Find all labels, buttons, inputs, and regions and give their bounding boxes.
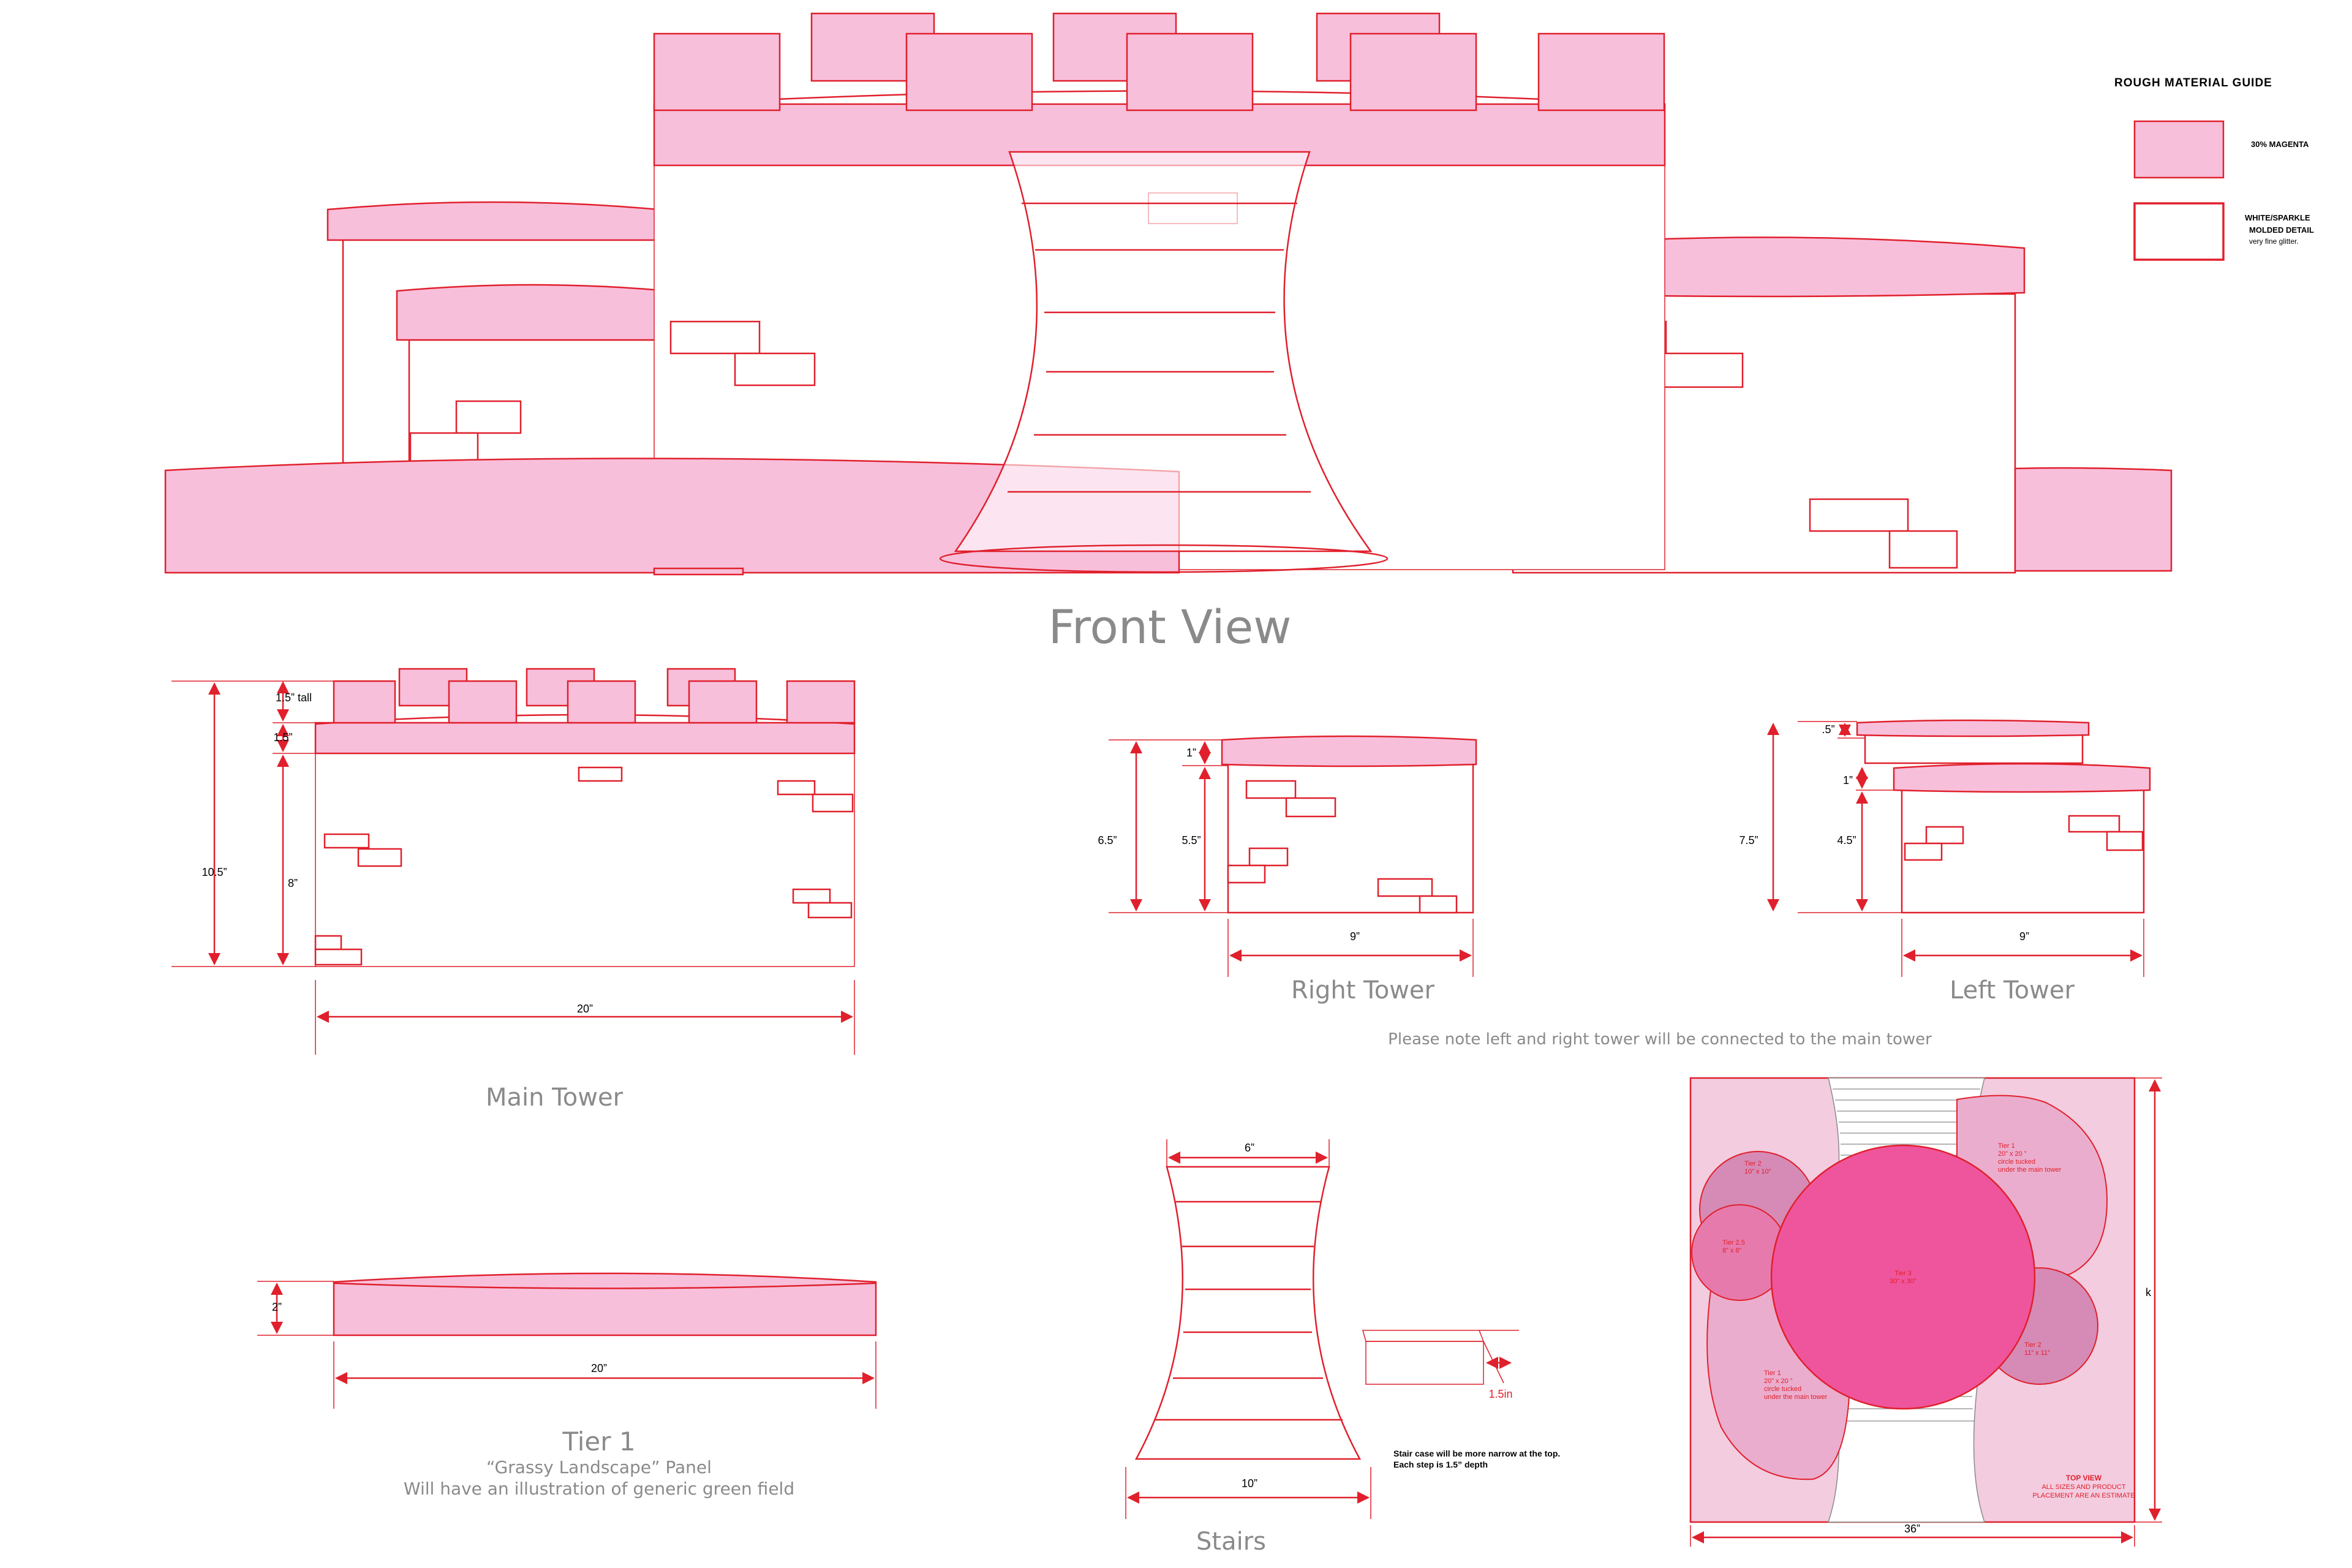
- top-width-dim: 36”: [1904, 1523, 1920, 1535]
- right-total-dim: 6.5”: [1098, 834, 1117, 846]
- connection-note: Please note left and right tower will be…: [1388, 1030, 1932, 1049]
- right-tower-detail: 1” 6.5” 5.5” 9”: [1098, 735, 1477, 977]
- main-tower-detail: 1.5” tall 1.5” 10.5” 8” 20”: [172, 668, 856, 1055]
- tier25-label-2: 8” x 8”: [1722, 1247, 1742, 1254]
- tier2-r-label-1: Tier 2: [2024, 1341, 2041, 1349]
- stairs-top-dim: 6”: [1245, 1142, 1254, 1154]
- front-base-right: [2014, 467, 2173, 572]
- tier1-caption: Tier 1: [562, 1427, 635, 1457]
- tier3-label-1: Tier 3: [1894, 1270, 1912, 1277]
- legend-item1: 30% MAGENTA: [2251, 140, 2309, 149]
- top-view-note-1: ALL SIZES AND PRODUCT: [2041, 1483, 2125, 1491]
- step-depth-dim: 1.5in: [1488, 1388, 1512, 1400]
- left-width-dim: 9”: [2019, 930, 2029, 943]
- legend-title: ROUGH MATERIAL GUIDE: [2114, 77, 2272, 89]
- main-width-dim: 20”: [577, 1003, 593, 1015]
- left-total-dim: 7.5”: [1739, 834, 1758, 846]
- top-view: Tier 3 30” x 30” Tier 2 10” x 10” Tier 2…: [1689, 1077, 2162, 1547]
- tier3-label-2: 30” x 30”: [1890, 1278, 1917, 1285]
- front-left-tower: [326, 201, 670, 473]
- tier1-bl-label-2: 20” x 20 ”: [1764, 1378, 1793, 1385]
- top-view-title: TOP VIEW: [2066, 1474, 2102, 1482]
- tier1-tr-label-1: Tier 1: [1998, 1142, 2015, 1150]
- left-cap-dim: 1”: [1843, 774, 1853, 786]
- tier2-tl-label-2: 10” x 10”: [1744, 1168, 1771, 1175]
- top-view-note-2: PLACEMENT ARE AN ESTIMATE: [2032, 1492, 2135, 1499]
- right-body-dim: 5.5”: [1182, 834, 1200, 846]
- right-tower-caption: Right Tower: [1291, 976, 1434, 1005]
- main-tall-dim: 1.5” tall: [276, 692, 312, 704]
- tier2-r-label-2: 11” x 11”: [2024, 1349, 2050, 1357]
- front-stairs: [939, 151, 1389, 573]
- stairs-detail: 6” 10” 1.5in: [1125, 1139, 1519, 1519]
- legend-swatch-white: [2133, 202, 2225, 261]
- legend-item2-2: MOLDED DETAIL: [2249, 225, 2314, 235]
- tier1-height-dim: 2”: [272, 1301, 282, 1313]
- tier1-bl-label-4: under the main tower: [1764, 1393, 1828, 1401]
- left-tower-detail: .5” 1” 7.5” 4.5” 9”: [1739, 719, 2151, 977]
- front-view-caption: Front View: [1049, 600, 1292, 654]
- tier1-bl-label-3: circle tucked: [1764, 1385, 1801, 1393]
- tier2-tl-label-1: Tier 2: [1744, 1160, 1762, 1167]
- stairs-note-1: Stair case will be more narrow at the to…: [1393, 1449, 1560, 1458]
- tier25-label-1: Tier 2.5: [1722, 1239, 1745, 1246]
- left-body-dim: 4.5”: [1837, 834, 1856, 846]
- tier1-bl-label-1: Tier 1: [1764, 1370, 1781, 1377]
- front-view-drawing: [164, 12, 2173, 576]
- tier1-sub2: Will have an illustration of generic gre…: [404, 1479, 794, 1499]
- main-body-dim: 8”: [288, 877, 298, 889]
- right-width-dim: 9”: [1350, 930, 1360, 943]
- tier1-tr-label-4: under the main tower: [1998, 1166, 2062, 1174]
- left-tower-caption: Left Tower: [1950, 976, 2075, 1005]
- tier1-tr-label-2: 20” x 20 ”: [1998, 1150, 2027, 1158]
- legend-item2-1: WHITE/SPARKLE: [2245, 213, 2310, 222]
- main-tower-caption: Main Tower: [486, 1084, 624, 1112]
- main-total-dim: 10.5”: [202, 866, 227, 878]
- tier1-tr-label-3: circle tucked: [1998, 1158, 2035, 1166]
- legend-item2-3: very fine glitter.: [2249, 237, 2299, 246]
- tier1-width-dim: 20”: [591, 1362, 607, 1374]
- tier1-sub1: “Grassy Landscape” Panel: [486, 1457, 712, 1477]
- material-legend: ROUGH MATERIAL GUIDE 30% MAGENTA WHITE/S…: [2114, 77, 2314, 261]
- left-top-dim: .5”: [1822, 723, 1834, 736]
- stairs-bottom-dim: 10”: [1242, 1477, 1257, 1490]
- stairs-caption: Stairs: [1196, 1528, 1266, 1556]
- main-band-dim: 1.5”: [273, 731, 292, 744]
- legend-swatch-magenta: [2133, 120, 2225, 179]
- top-tier3: [1770, 1144, 2036, 1410]
- tier1-detail: 2” 20”: [257, 1272, 877, 1409]
- right-cap-dim: 1”: [1186, 747, 1196, 759]
- top-height-dim: k: [2146, 1286, 2152, 1298]
- stairs-note-2: Each step is 1.5” depth: [1393, 1460, 1488, 1469]
